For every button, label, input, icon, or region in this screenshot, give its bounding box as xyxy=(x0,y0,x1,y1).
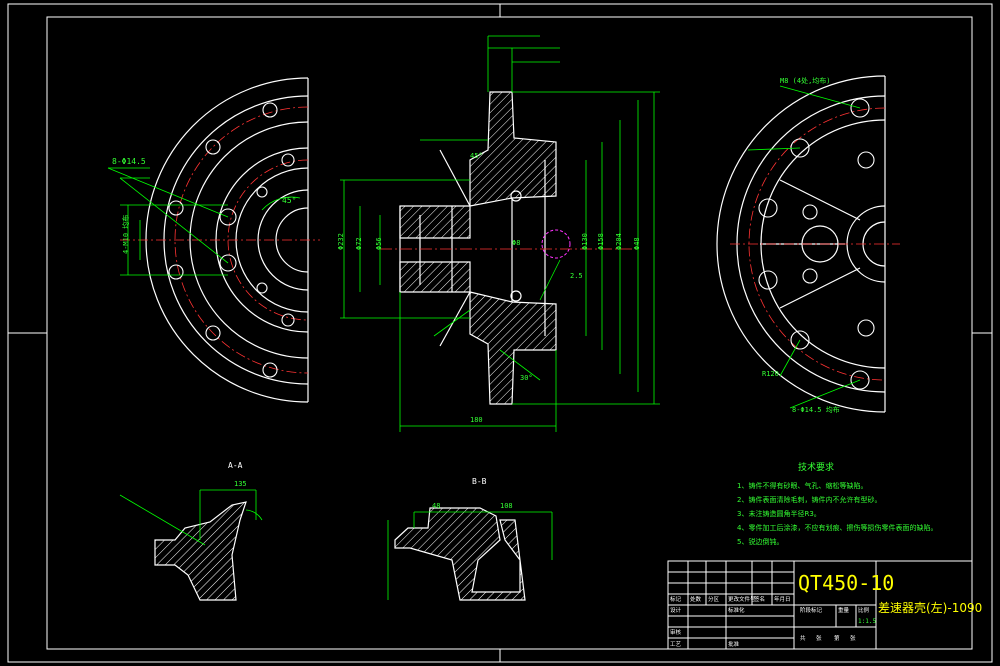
tech-heading: 技术要求 xyxy=(798,461,834,473)
tb-review: 审核 xyxy=(670,628,682,636)
dim-length: 180 xyxy=(470,416,483,424)
highlight-circle xyxy=(541,229,571,259)
dim-x1: 2.5 xyxy=(570,272,583,280)
section-b-dim-1: 48 xyxy=(432,502,440,510)
tb-approve: 批准 xyxy=(728,640,740,648)
tech-item-5: 5、锐边倒钝。 xyxy=(737,537,783,546)
dim-d1: Φ56 xyxy=(375,237,383,250)
tech-item-3: 3、未注铸造圆角半径R3。 xyxy=(737,509,821,518)
left-holes-label: 8-Φ14.5 xyxy=(112,157,146,166)
right-radius: R120 xyxy=(762,370,779,378)
section-a-dim: 135 xyxy=(234,480,247,488)
dim-d2: Φ72 xyxy=(355,237,363,250)
tech-requirements: 技术要求 1、铸件不得有砂眼、气孔、缩松等缺陷。 2、铸件表面清除毛刺，铸件内不… xyxy=(737,461,937,546)
tb-design: 设计 xyxy=(670,606,682,614)
tech-item-4: 4、零件加工后涂漆，不应有划痕、擦伤等损伤零件表面的缺陷。 xyxy=(737,523,937,532)
tb-date: 年月日 xyxy=(774,595,791,603)
tb-change: 更改文件号 xyxy=(728,595,756,603)
dim-d5: Φ204 xyxy=(615,233,623,250)
left-hole-text: 4-M10 均布 xyxy=(121,215,130,254)
right-view: M8 (4处,均布) R120 8-Φ14.5 均布 xyxy=(716,75,900,414)
tb-scale-label: 比例 xyxy=(858,606,870,614)
dim-d4: Φ158 xyxy=(597,233,605,250)
front-section-view: 180 Φ232 Φ72 Φ56 Φ130 Φ158 Φ204 Φ48 2.5 … xyxy=(337,35,660,432)
tech-item-1: 1、铸件不得有砂眼、气孔、缩松等缺陷。 xyxy=(737,481,867,490)
dim-d7: Φ8 xyxy=(512,239,520,247)
section-b-dim-2: 108 xyxy=(500,502,513,510)
tech-item-2: 2、铸件表面清除毛刺，铸件内不允许有型砂。 xyxy=(737,495,881,504)
tb-sign: 签名 xyxy=(754,595,765,603)
tb-mark: 标记 xyxy=(670,595,682,603)
sheet-frame xyxy=(7,3,993,663)
tb-sheet-1: 张 xyxy=(816,634,822,642)
left-angle-label: 45° xyxy=(282,196,296,205)
tb-std: 标准化 xyxy=(728,606,745,614)
section-b-label: B-B xyxy=(472,477,487,486)
material-label: QT450-10 xyxy=(798,571,894,595)
title-block: 标记 处数 分区 更改文件号 签名 年月日 设计 标准化 审核 工艺 批准 阶段… xyxy=(667,560,982,650)
tb-nth: 第 xyxy=(834,634,840,642)
dim-angle-2: 30° xyxy=(520,374,533,382)
right-holes: 8-Φ14.5 均布 xyxy=(792,405,840,414)
section-a-label: A-A xyxy=(228,461,243,470)
drawing-title: 差速器壳(左)-1090 xyxy=(878,600,982,615)
left-view: 8-Φ14.5 4-M10 均布 45° xyxy=(107,77,320,403)
dim-angle-1: 45° xyxy=(470,152,483,160)
dim-d3: Φ130 xyxy=(581,233,589,250)
tb-scale-value: 1:1.5 xyxy=(858,618,876,625)
tb-process: 工艺 xyxy=(670,641,682,648)
tb-count: 处数 xyxy=(690,595,702,603)
right-note: M8 (4处,均布) xyxy=(780,76,831,85)
tb-sheet-2: 张 xyxy=(850,634,856,642)
tb-zone: 分区 xyxy=(708,595,720,603)
tb-stage: 阶段标记 xyxy=(800,606,823,614)
tb-total: 共 xyxy=(800,634,806,642)
section-b-view: B-B 48 108 xyxy=(387,477,553,601)
section-a-view: A-A 135 xyxy=(119,461,263,601)
dim-bore: Φ48 xyxy=(633,237,641,250)
tb-weight: 重量 xyxy=(838,606,850,614)
dim-d6: Φ232 xyxy=(337,233,345,250)
